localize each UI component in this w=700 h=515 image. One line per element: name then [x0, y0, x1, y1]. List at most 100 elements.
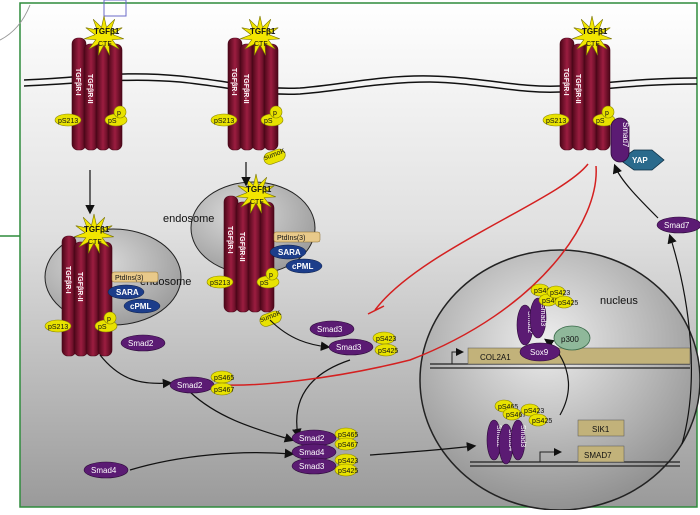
ps465-badge-nuc1: pS465 [530, 283, 554, 297]
ps425-badge-smad3-label: pS425 [378, 348, 398, 355]
tgfbr2-label: TGFβR-II [574, 74, 581, 104]
ps423-badge-nuc2-label: pS423 [524, 408, 544, 415]
sara-protein [269, 244, 307, 260]
ps467-badge-complex-label: pS467 [338, 442, 358, 449]
ps467-badge-nuc2-shape [502, 407, 522, 421]
inhibition-line-smad3 [374, 163, 589, 311]
ps423-badge-complex: pS423 [334, 453, 358, 467]
receptor-chain [107, 43, 123, 151]
tgfbr2-label: TGFβR-II [86, 74, 93, 104]
smad3-phosphorylated-shape [328, 338, 374, 356]
smad2-endosome-shape [120, 334, 166, 352]
tgfb1-ligand [74, 213, 114, 254]
ps465-badge-nuc1-label: pS465 [534, 288, 554, 295]
ps425-badge-nuc2: pS425 [528, 413, 552, 427]
tgfb1-label: TGFβ1 [84, 225, 110, 234]
smad3-release-arrow [269, 319, 331, 351]
sik1-label: SIK1 [592, 425, 610, 434]
p-badge: p [601, 105, 615, 119]
smad4-to-complex-arrow [129, 448, 295, 471]
smad2-complex: Smad2 [291, 429, 337, 447]
smad2-release-arrow [99, 354, 173, 389]
cpml-protein [285, 258, 323, 274]
ps425-badge-nuc1-label: pS425 [558, 300, 578, 307]
smad3-nuclear-label: Smad3 [519, 425, 526, 447]
ps213-badge-shape [44, 319, 72, 333]
ps425-badge-nuc1-shape [554, 295, 574, 309]
yap-protein [619, 149, 665, 171]
p-badge: p [265, 267, 279, 281]
smad2-nuclear-label: Smad2 [526, 311, 533, 333]
sara-protein [107, 284, 145, 300]
smad2-phosphorylated-label: Smad2 [177, 381, 203, 390]
ps-badge-label: pS [260, 280, 269, 287]
tgfbr1-label: TGFβR-I [230, 68, 237, 96]
tgfb1-label: TGFβ1 [582, 27, 608, 36]
ps213-badge-label: pS213 [210, 280, 230, 287]
smad7-at-receptor [610, 117, 630, 163]
ps213-badge-label: pS213 [48, 324, 68, 331]
ps213-badge-label: pS213 [546, 118, 566, 125]
p300-protein [553, 325, 591, 351]
ps467-badge-nuc2-label: pS467 [506, 412, 526, 419]
smad7-at-receptor-label: Smad7 [621, 122, 630, 148]
ps425-badge-smad3: pS425 [374, 343, 398, 357]
ps213-badge: pS213 [206, 275, 234, 289]
receptor-chain [263, 43, 279, 151]
ps465-badge-smad2-label: pS465 [214, 375, 234, 382]
cropped-line [0, 4, 31, 41]
ptdins-badge [111, 271, 159, 283]
nucleus-label: nucleus [600, 295, 638, 307]
p-badge-shape [103, 311, 117, 325]
ps467-badge-complex-shape [334, 437, 358, 451]
ps425-badge-complex-shape [334, 463, 358, 477]
cpml-protein [123, 298, 161, 314]
ps-badge-label: pS [596, 118, 605, 125]
smad-proteins: Smad2Smad3Smad3pS423pS425Smad2pS465pS467… [83, 216, 700, 479]
ps465-badge-complex: pS465 [334, 427, 358, 441]
smad3-endosome-shape [309, 320, 355, 338]
ps423-badge-nuc1-shape [546, 285, 566, 299]
p-badge-label: p [605, 110, 609, 117]
p-badge-label: p [117, 110, 121, 117]
ps467-badge-nuc1-label: pS467 [542, 298, 562, 305]
ps423-badge-nuc1-label: pS423 [550, 290, 570, 297]
inhibition-bar-smad3 [367, 305, 385, 315]
p-badge: p [269, 105, 283, 119]
smad7-cytoplasm-label: Smad7 [664, 221, 690, 230]
smad3-phosphorylated: Smad3 [328, 338, 374, 356]
ps425-badge-nuc2-label: pS425 [532, 418, 552, 425]
ctf-label: CTF [98, 41, 112, 48]
smad3-to-complex-arrow [292, 359, 351, 439]
ps213-badge-label: pS213 [214, 118, 234, 125]
ctf-label: CTF [88, 239, 102, 246]
ps423-badge-nuc2: pS423 [520, 403, 544, 417]
ctf-label: CTF [586, 41, 600, 48]
tgfbr1-label: TGFβR-I [562, 68, 569, 96]
tgfb1-label: TGFβ1 [246, 185, 272, 194]
ps-badge-label: pS [264, 118, 273, 125]
ps467-badge-complex: pS467 [334, 437, 358, 451]
sox9-protein [519, 342, 561, 362]
complex-to-nucleus-arrow [369, 442, 477, 456]
smad3-nuclear-label: Smad3 [539, 304, 546, 326]
inhibition-line-smad2 [224, 165, 597, 386]
ps213-badge-shape [542, 113, 570, 127]
cropped-box [103, 0, 127, 17]
receptor-chain [595, 43, 611, 151]
ps423-badge-nuc1: pS423 [546, 285, 570, 299]
ps213-badge-shape [210, 113, 238, 127]
ps423-badge-nuc2-shape [520, 403, 540, 417]
p-badge: p [113, 105, 127, 119]
smad2-endosome: Smad2 [120, 334, 166, 352]
smad3-phosphorylated-label: Smad3 [336, 343, 362, 352]
col2a1-promoter-arrow [451, 348, 464, 364]
ps425-badge-nuc1: pS425 [554, 295, 578, 309]
p-badge-label: p [273, 110, 277, 117]
